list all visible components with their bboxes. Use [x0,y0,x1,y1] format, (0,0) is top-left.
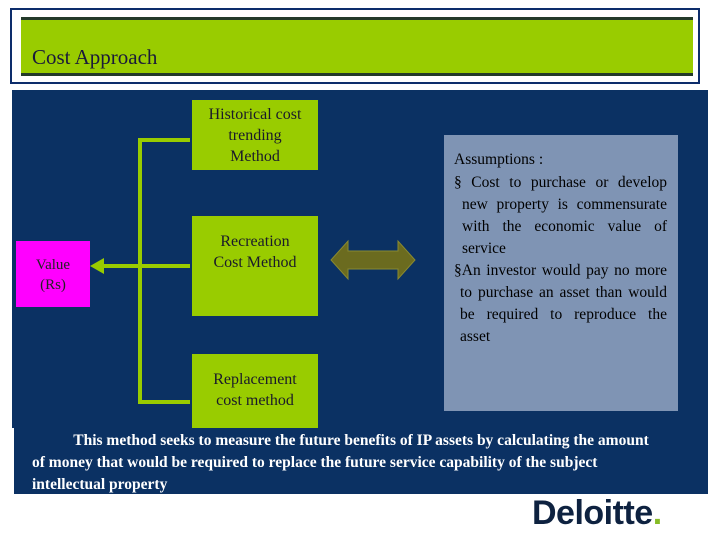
logo-dot: . [652,494,662,532]
method-line: Replacement [213,371,297,388]
description-line: This method seeks to measure the future … [73,432,649,449]
assumptions-heading: Assumptions : [454,151,544,168]
method-line: Historical cost [208,106,302,123]
method-line: Method [230,148,280,165]
historical-cost-method-box: Historical cost trending Method [192,100,318,170]
assumption-bullet: § Cost to purchase or develop new proper… [454,174,667,257]
recreation-cost-method-box: Recreation Cost Method [192,216,318,316]
deloitte-logo: Deloitte. [532,494,662,533]
value-label: Value [35,257,71,273]
description-line: of money that would be required to repla… [32,454,598,471]
description-line: intellectual property [32,476,168,493]
assumptions-box: Assumptions : § Cost to purchase or deve… [444,135,678,411]
method-description: This method seeks to measure the future … [14,428,708,494]
value-unit: (Rs) [40,277,66,293]
title-frame: Cost Approach [10,8,700,84]
method-line: cost method [216,392,294,409]
logo-text: Deloitte [532,494,653,532]
method-line: Recreation [220,233,290,250]
method-line: trending [228,127,282,144]
replacement-cost-method-box: Replacement cost method [192,354,318,428]
bracket-line [138,138,190,404]
title-bar: Cost Approach [21,17,693,76]
double-arrow [330,239,416,281]
method-line: Cost Method [213,254,297,271]
value-box: Value (Rs) [16,241,90,307]
arrow-to-value-head [90,258,104,274]
slide-title: Cost Approach [32,45,158,69]
assumption-bullet: §An investor would pay no more to purcha… [454,262,667,345]
